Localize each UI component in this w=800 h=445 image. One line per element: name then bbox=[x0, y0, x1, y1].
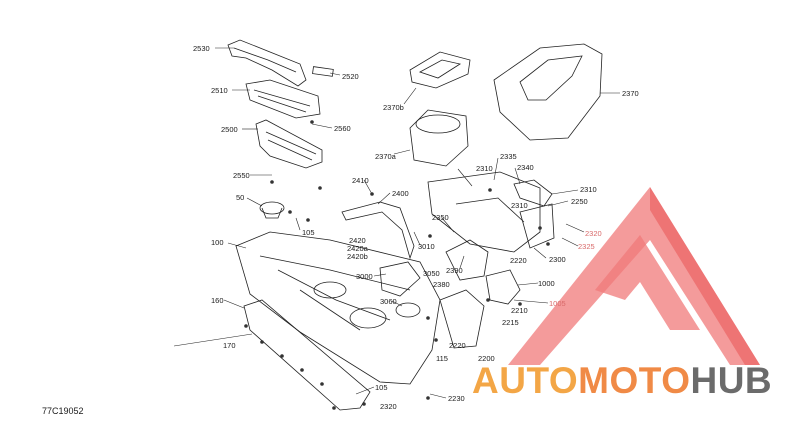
callout-2500: 2500 bbox=[221, 125, 238, 134]
part-2370b-lid bbox=[409, 51, 471, 89]
document-id: 77C19052 bbox=[42, 406, 84, 416]
callout-2230: 2230 bbox=[448, 394, 465, 403]
callout-2220-b: 2220 bbox=[449, 341, 466, 350]
callout-2370: 2370 bbox=[622, 89, 639, 98]
callout-100: 100 bbox=[211, 238, 224, 247]
callout-2550: 2550 bbox=[233, 171, 250, 180]
callout-3000: 3000 bbox=[356, 272, 373, 281]
callout-1005: 1005 bbox=[549, 299, 566, 308]
fasteners bbox=[244, 120, 550, 410]
callout-3010: 3010 bbox=[418, 242, 435, 251]
callout-2210: 2210 bbox=[511, 306, 528, 315]
brand-part-auto: AUTO bbox=[472, 360, 579, 401]
part-2510-rack bbox=[245, 79, 321, 119]
callout-2380: 2380 bbox=[433, 280, 450, 289]
callout-2420b: 2420b bbox=[347, 252, 368, 261]
callout-160: 160 bbox=[211, 296, 224, 305]
callout-2250: 2250 bbox=[571, 197, 588, 206]
part-160-strip bbox=[243, 299, 371, 411]
callout-3050: 3050 bbox=[423, 269, 440, 278]
callout-2335: 2335 bbox=[500, 152, 517, 161]
callout-3060: 3060 bbox=[380, 297, 397, 306]
leader-lines bbox=[173, 47, 620, 399]
part-2530-rail bbox=[227, 39, 307, 87]
callout-2300: 2300 bbox=[549, 255, 566, 264]
brand-part-moto: MOTO bbox=[578, 360, 691, 401]
part-2500-tray bbox=[255, 119, 323, 169]
callout-2420a: 2420a bbox=[347, 244, 368, 253]
callout-105-a: 105 bbox=[302, 228, 315, 237]
callout-2530: 2530 bbox=[193, 44, 210, 53]
part-3050-bracket bbox=[379, 261, 421, 297]
part-2370-cover bbox=[493, 43, 603, 141]
watermark-logo bbox=[508, 187, 760, 365]
part-2400-handle bbox=[341, 201, 415, 260]
part-2200-cover bbox=[439, 289, 485, 349]
callout-2340: 2340 bbox=[517, 163, 534, 172]
watermark-brand-text: AUTOMOTOHUB bbox=[472, 360, 772, 402]
callout-2320-a: 2320 bbox=[585, 229, 602, 238]
part-50-cup bbox=[259, 201, 285, 215]
callout-105-b: 105 bbox=[375, 383, 388, 392]
callout-2350: 2350 bbox=[432, 213, 449, 222]
callout-2390: 2390 bbox=[446, 266, 463, 275]
part-100-box bbox=[235, 231, 441, 385]
callout-1000: 1000 bbox=[538, 279, 555, 288]
callout-2410: 2410 bbox=[352, 176, 369, 185]
part-2390-shell bbox=[445, 239, 489, 281]
brand-part-hub: HUB bbox=[690, 360, 773, 401]
part-3060-cup bbox=[395, 302, 421, 318]
part-2310-panel bbox=[427, 171, 541, 253]
callout-2320-b: 2320 bbox=[380, 402, 397, 411]
part-2370a-bin bbox=[409, 109, 469, 167]
callout-2370a: 2370a bbox=[375, 152, 396, 161]
callout-115: 115 bbox=[436, 354, 448, 363]
part-2340-bracket bbox=[513, 179, 553, 207]
line-art bbox=[227, 39, 603, 411]
part-2520-clip bbox=[312, 66, 334, 77]
part-1000-cup bbox=[485, 269, 521, 305]
part-2250-panel bbox=[519, 203, 555, 249]
callout-2560: 2560 bbox=[334, 124, 351, 133]
callout-2420: 2420 bbox=[349, 236, 366, 245]
callout-2400: 2400 bbox=[392, 189, 409, 198]
callout-2310-a: 2310 bbox=[476, 164, 493, 173]
callout-2310-c: 2310 bbox=[511, 201, 528, 210]
callout-2215: 2215 bbox=[502, 318, 519, 327]
callout-2220-a: 2220 bbox=[510, 256, 527, 265]
callout-50: 50 bbox=[236, 193, 245, 202]
callout-2370b: 2370b bbox=[383, 103, 404, 112]
callout-2200: 2200 bbox=[478, 354, 495, 363]
callout-2520: 2520 bbox=[342, 72, 359, 81]
callout-2510: 2510 bbox=[211, 86, 228, 95]
callout-2310-b: 2310 bbox=[580, 185, 597, 194]
callout-2325: 2325 bbox=[578, 242, 595, 251]
callout-170: 170 bbox=[223, 341, 236, 350]
